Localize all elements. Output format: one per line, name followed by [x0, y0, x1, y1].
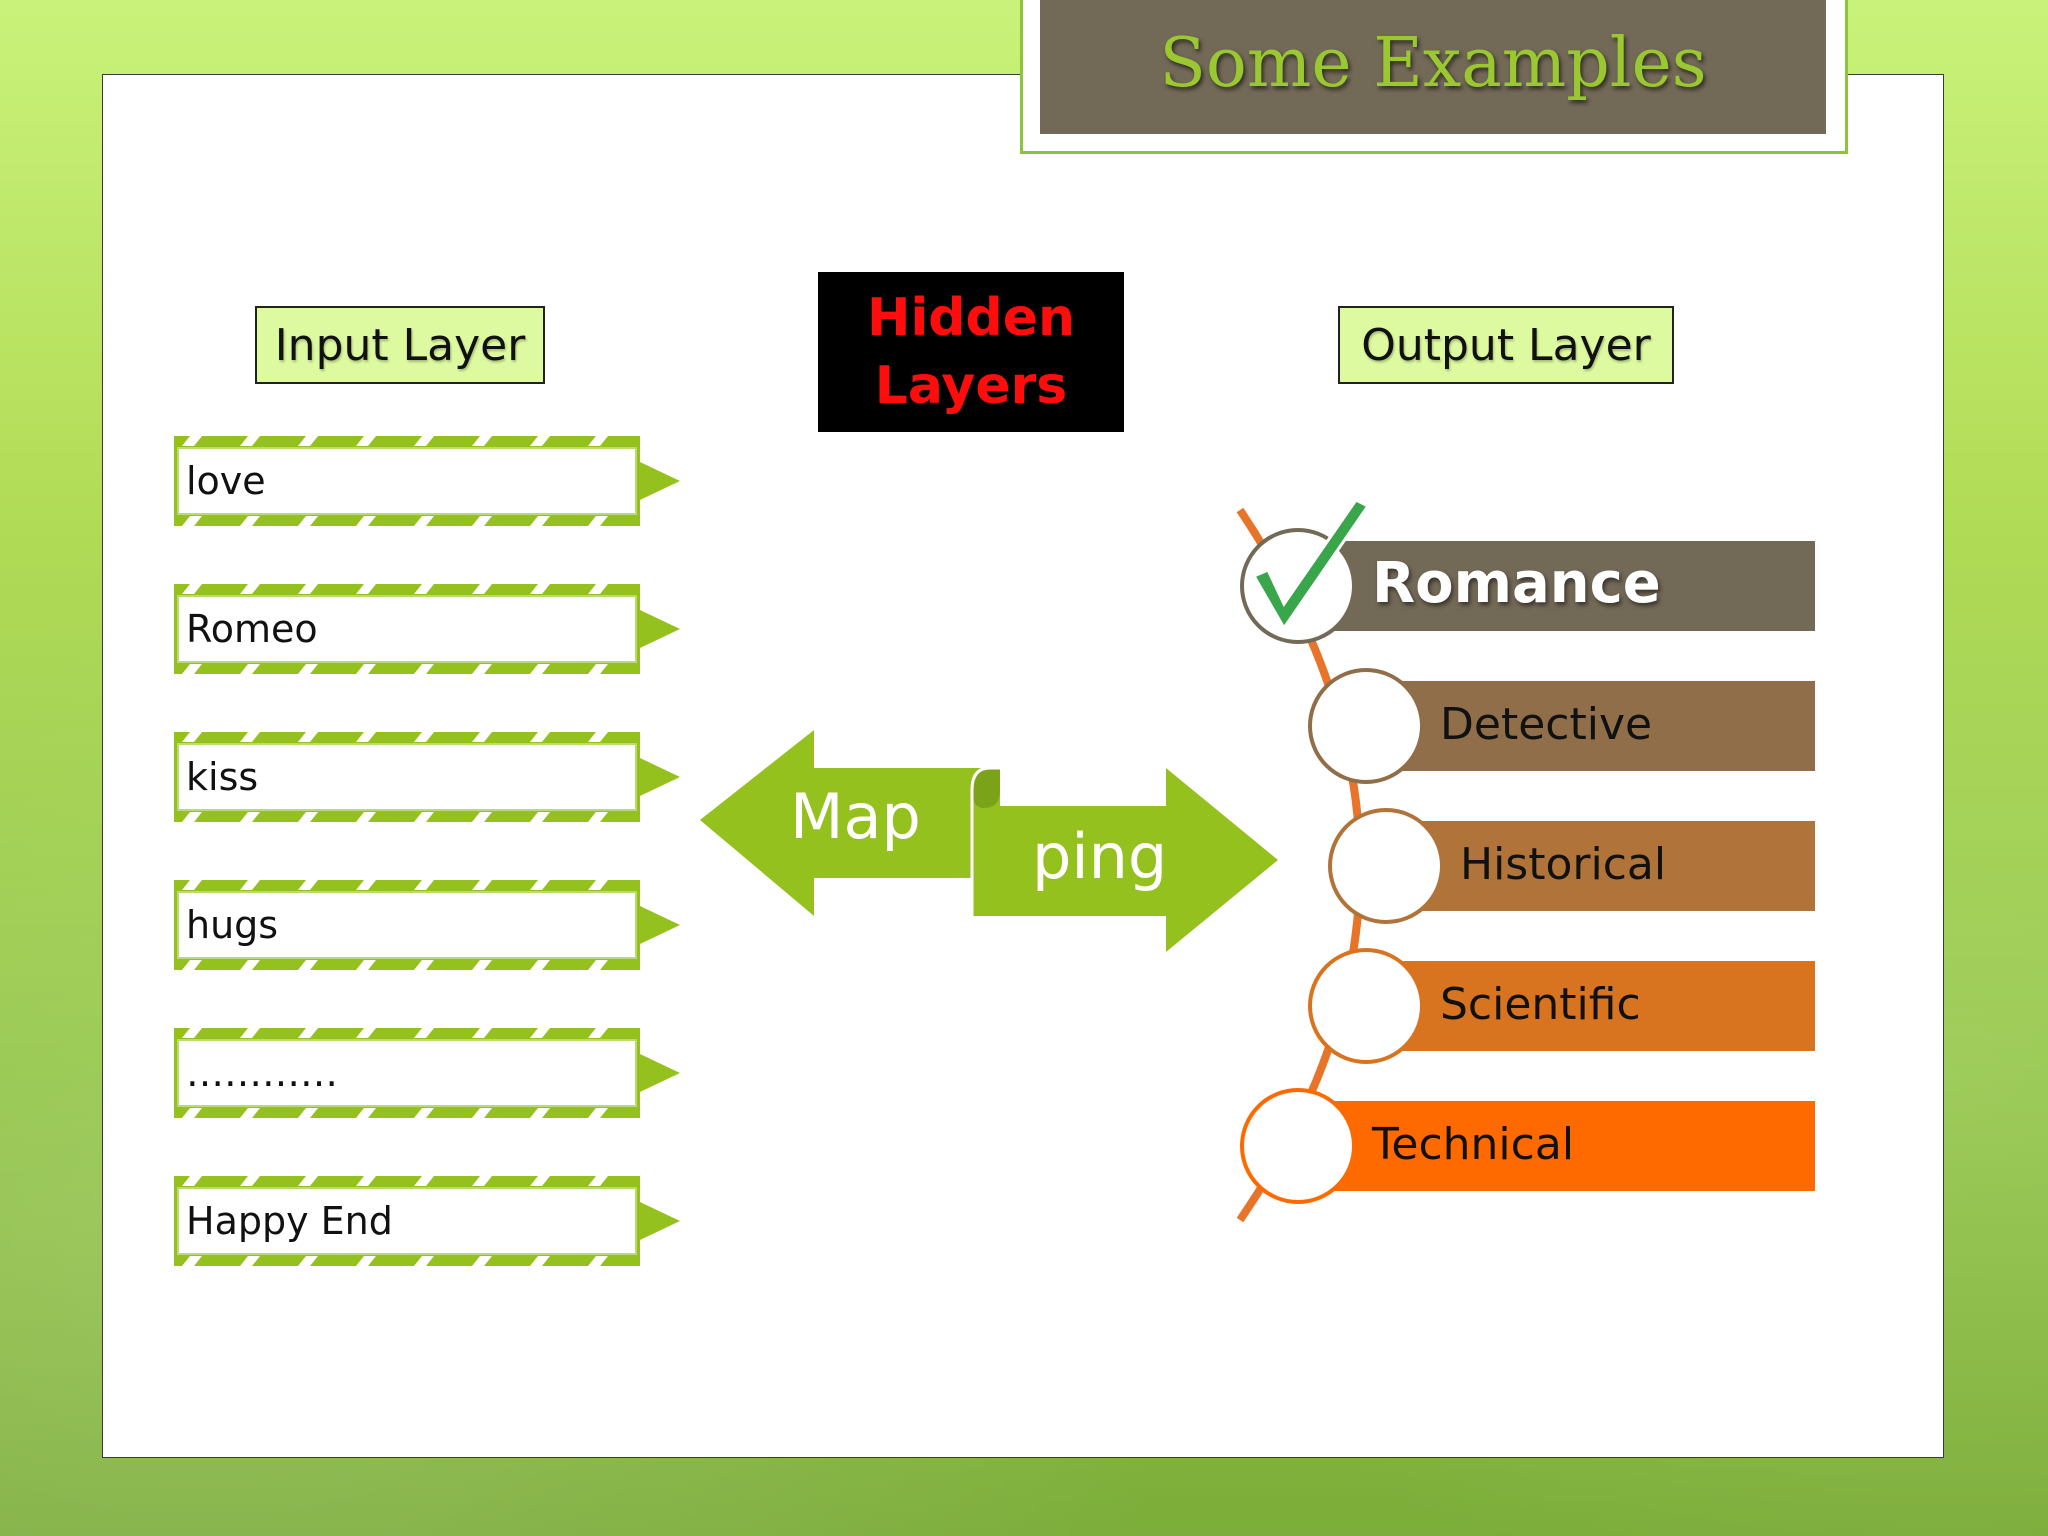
- input-arrow-shape: [174, 1028, 680, 1118]
- hidden-layers-line2: Layers: [874, 356, 1068, 416]
- input-item: Happy End: [174, 1176, 680, 1266]
- hidden-layers-box: Hidden Layers: [818, 272, 1124, 432]
- input-arrow-shape: [174, 880, 680, 970]
- output-label: Historical: [1460, 838, 1667, 890]
- slide-title: Some Examples: [1159, 23, 1707, 103]
- output-layer-label: Output Layer: [1338, 306, 1674, 384]
- output-bar: [1298, 541, 1815, 631]
- output-layer-text: Output Layer: [1361, 319, 1651, 371]
- output-timeline: [1236, 500, 1815, 1223]
- output-label: Detective: [1440, 698, 1653, 750]
- input-item-label: Romeo: [186, 607, 318, 651]
- input-arrow-shape: [174, 436, 680, 526]
- output-bar: [1366, 961, 1815, 1051]
- input-item: …………: [174, 1028, 680, 1118]
- input-item: hugs: [174, 880, 680, 970]
- input-layer-label: Input Layer: [255, 306, 545, 384]
- output-label: Technical: [1372, 1118, 1575, 1170]
- output-bar: [1366, 681, 1815, 771]
- ping-text: ping: [1032, 820, 1168, 893]
- title-box: Some Examples: [1040, 0, 1826, 134]
- output-checkbox: [1240, 1088, 1356, 1204]
- input-item: love: [174, 436, 680, 526]
- input-item-label: love: [186, 459, 266, 503]
- output-checkbox: [1308, 668, 1424, 784]
- input-arrow-shape: [174, 732, 680, 822]
- input-item-label: kiss: [186, 755, 259, 799]
- mapping-arrows: [700, 730, 1278, 952]
- output-checkbox: [1328, 808, 1444, 924]
- output-label: Romance: [1372, 551, 1661, 617]
- scroll-curl: [972, 768, 1000, 808]
- input-layer-text: Input Layer: [274, 319, 526, 371]
- output-bar: [1298, 1101, 1815, 1191]
- input-item-label: Happy End: [186, 1199, 393, 1243]
- input-item: kiss: [174, 732, 680, 822]
- checkmark-icon: [1251, 500, 1371, 631]
- input-item-label: …………: [186, 1051, 338, 1095]
- hidden-layers-line1: Hidden: [866, 288, 1076, 348]
- input-item-label: hugs: [186, 903, 279, 947]
- map-arrow: [700, 730, 1000, 916]
- output-label: Scientific: [1440, 978, 1641, 1030]
- output-bar: [1386, 821, 1815, 911]
- input-arrow-shape: [174, 584, 680, 674]
- ping-arrow: [972, 768, 1278, 952]
- map-text: Map: [790, 780, 921, 853]
- output-checkbox: [1308, 948, 1424, 1064]
- input-item: Romeo: [174, 584, 680, 674]
- input-arrow-shape: [174, 1176, 680, 1266]
